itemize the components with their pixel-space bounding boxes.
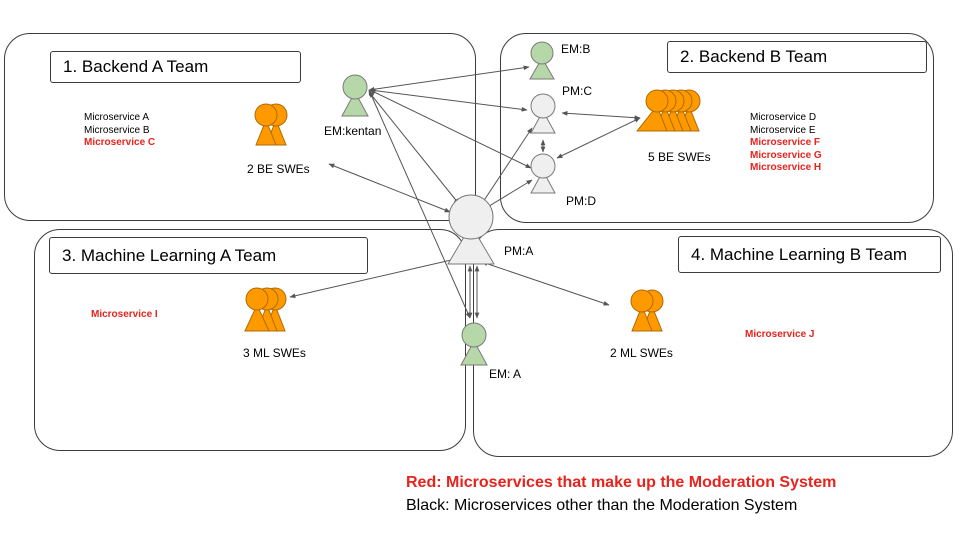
em-b-label: EM:B bbox=[561, 42, 591, 56]
em-a-label: EM: A bbox=[489, 367, 522, 381]
microservice-item: Microservice B bbox=[84, 124, 150, 136]
team-2-microservice-list: Microservice D Microservice E Microservi… bbox=[750, 112, 822, 175]
arrow-pmd-beswes bbox=[556, 117, 641, 159]
arrow-kentan-emb bbox=[368, 65, 530, 92]
ml-swe-group-3-label: 3 ML SWEs bbox=[243, 346, 306, 360]
em-kentan-label: EM:kentan bbox=[324, 124, 382, 138]
pm-c-icon bbox=[530, 93, 556, 134]
microservice-item-moderation: Microservice G bbox=[750, 149, 822, 161]
em-b-icon bbox=[529, 41, 555, 80]
microservice-item: Microservice A bbox=[84, 112, 150, 123]
legend-red: Red: Microservices that make up the Mode… bbox=[406, 474, 837, 491]
arrow-pma-beswes1 bbox=[328, 163, 451, 213]
em-kentan-icon bbox=[341, 74, 369, 117]
arrow-kentan-pmd bbox=[369, 89, 532, 169]
em-a-icon bbox=[460, 322, 488, 366]
team-1-microservice-list: Microservice A Microservice B Microservi… bbox=[84, 112, 155, 150]
pm-a-icon bbox=[447, 194, 495, 265]
arrow-pmc-beswes bbox=[561, 110, 641, 121]
pm-c-label: PM:C bbox=[562, 84, 592, 98]
ml-swe-group-3-icon bbox=[244, 287, 287, 332]
pm-a-label: PM:A bbox=[504, 244, 534, 258]
pm-d-icon bbox=[530, 153, 556, 194]
arrow-kentan-pmc bbox=[369, 88, 528, 112]
team-3-microservice: Microservice I bbox=[91, 309, 158, 320]
microservice-item-moderation: Microservice F bbox=[750, 137, 821, 148]
legend-black: Black: Microservices other than the Mode… bbox=[406, 497, 798, 514]
microservice-item: Microservice D bbox=[750, 112, 817, 123]
microservice-item-moderation: Microservice C bbox=[84, 137, 156, 148]
arrow-pma-mlswes3 bbox=[289, 256, 461, 299]
team-2-title: 2. Backend B Team bbox=[667, 41, 927, 73]
microservice-item-moderation: Microservice H bbox=[750, 162, 822, 173]
arrow-kentan-pma bbox=[368, 91, 460, 205]
be-swe-group-1-label: 2 BE SWEs bbox=[247, 162, 310, 176]
team-1-title: 1. Backend A Team bbox=[50, 51, 301, 83]
ml-swe-group-4-label: 2 ML SWEs bbox=[610, 346, 673, 360]
team-4-title: 4. Machine Learning B Team bbox=[678, 236, 941, 273]
ml-swe-group-4-icon bbox=[630, 289, 664, 332]
arrow-pma-mlswes2 bbox=[481, 261, 610, 306]
pm-d-label: PM:D bbox=[566, 194, 596, 208]
be-swe-group-2-icon bbox=[635, 89, 701, 132]
microservice-item: Microservice E bbox=[750, 124, 816, 136]
be-swe-group-1-icon bbox=[254, 103, 288, 146]
team-4-microservice: Microservice J bbox=[745, 329, 815, 340]
be-swe-group-2-label: 5 BE SWEs bbox=[648, 150, 711, 164]
